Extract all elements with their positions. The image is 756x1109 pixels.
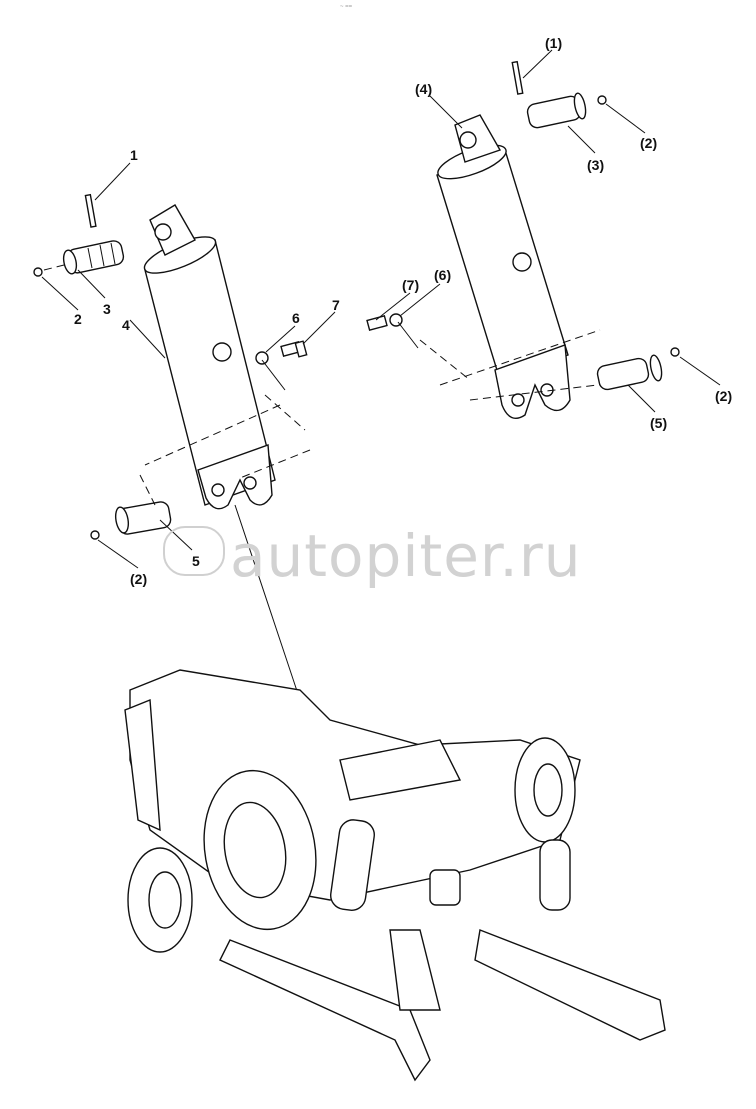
label-right-cylinder: (4) bbox=[415, 81, 432, 97]
label-right-fitting-top: (2) bbox=[640, 135, 657, 151]
right-lower-pin bbox=[596, 347, 680, 391]
watermark-logo bbox=[163, 526, 225, 576]
label-left-pin: 1 bbox=[130, 147, 138, 163]
watermark: autopiter.ru bbox=[230, 522, 582, 590]
label-right-upper-pin: (3) bbox=[587, 157, 604, 173]
label-left-grease-fitting: 2 bbox=[74, 311, 82, 327]
leader-lines bbox=[41, 49, 721, 701]
left-lower-pin bbox=[90, 474, 172, 540]
label-left-washer: 6 bbox=[292, 310, 300, 326]
left-upper-pin bbox=[33, 193, 125, 277]
label-right-lower-pin: (5) bbox=[650, 415, 667, 431]
label-left-lower-fitting: (2) bbox=[130, 571, 147, 587]
header-mark: ~ == bbox=[340, 4, 353, 10]
right-upper-pin bbox=[511, 60, 607, 129]
left-washer-bolt bbox=[144, 340, 311, 479]
label-right-washer: (6) bbox=[434, 267, 451, 283]
label-left-cylinder: 4 bbox=[122, 317, 130, 333]
label-left-lower-pin: 5 bbox=[192, 553, 200, 569]
label-right-bolt: (7) bbox=[402, 277, 419, 293]
label-left-upper-pin: 3 bbox=[103, 301, 111, 317]
label-right-fitting-bottom: (2) bbox=[715, 388, 732, 404]
rear-axle-assembly bbox=[124, 669, 666, 1082]
right-cylinder bbox=[436, 114, 571, 419]
right-washer-bolt bbox=[366, 313, 641, 401]
label-right-pin: (1) bbox=[545, 35, 562, 51]
left-cylinder bbox=[143, 204, 276, 510]
label-left-bolt: 7 bbox=[332, 297, 340, 313]
